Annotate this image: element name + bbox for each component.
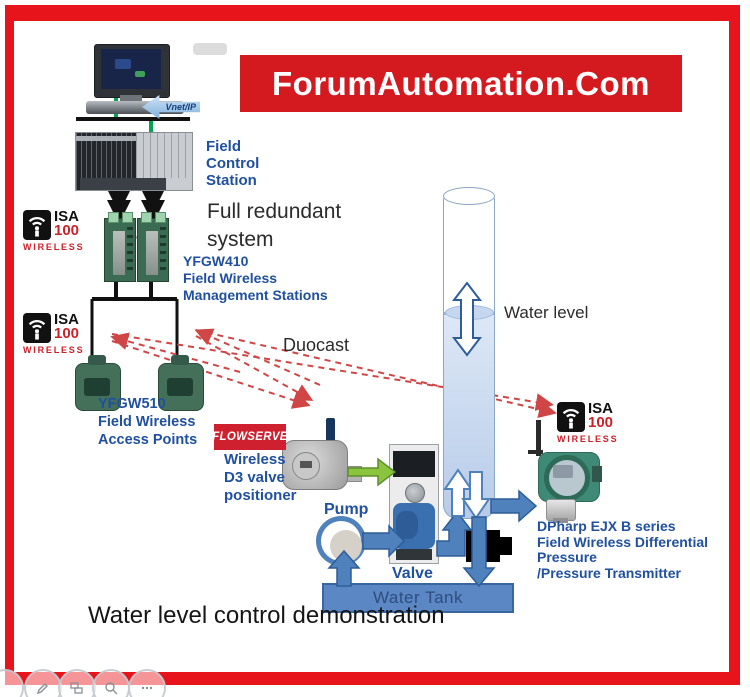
wifi-icon bbox=[23, 210, 51, 240]
slide-navigator-button[interactable] bbox=[58, 669, 96, 697]
vnet-ip-arrow: Vnet/IP bbox=[142, 95, 200, 119]
artifact-smudge bbox=[193, 43, 227, 55]
vnet-ip-label: Vnet/IP bbox=[165, 102, 196, 112]
operator-workstation-monitor bbox=[94, 44, 170, 98]
diagram-caption: Water level control demonstration bbox=[88, 602, 445, 629]
control-valve-device bbox=[389, 444, 439, 564]
frame-left bbox=[5, 5, 14, 685]
monitor-stand bbox=[120, 95, 142, 102]
isa100-wireless-logo: ISA 100 WIRELESS bbox=[557, 400, 619, 444]
more-options-button[interactable] bbox=[128, 669, 166, 697]
duocast-label: Duocast bbox=[283, 335, 350, 355]
wifi-icon bbox=[557, 402, 585, 432]
water-level-label: Water level bbox=[504, 303, 589, 322]
yfgw410-gateway bbox=[137, 212, 169, 282]
monitor-screen bbox=[101, 49, 161, 89]
transmitter-antenna bbox=[536, 420, 541, 456]
pipe-fitting bbox=[466, 530, 500, 562]
water-tank: Water Tank bbox=[322, 583, 514, 613]
frame-right bbox=[729, 5, 740, 685]
valve-label: Valve bbox=[392, 565, 433, 582]
field-control-station-rack bbox=[75, 132, 193, 191]
pump-label: Pump bbox=[324, 501, 369, 518]
water-surface bbox=[445, 305, 494, 320]
site-banner: ForumAutomation.Com bbox=[240, 55, 682, 112]
frame-top bbox=[5, 5, 740, 21]
water-column bbox=[443, 194, 495, 519]
flowserve-logo: FLOWSERVE bbox=[212, 424, 287, 450]
yfgw410-gateway bbox=[104, 212, 136, 282]
water-column-top bbox=[443, 187, 495, 205]
banner-text: ForumAutomation.Com bbox=[272, 64, 650, 102]
wifi-icon bbox=[23, 313, 51, 343]
isa100-wireless-logo: ISA 100 WIRELESS bbox=[23, 311, 85, 355]
frame-bottom bbox=[5, 672, 740, 685]
isa100-wireless-logo: ISA 100 WIRELESS bbox=[23, 208, 85, 252]
pump-device bbox=[316, 516, 366, 566]
